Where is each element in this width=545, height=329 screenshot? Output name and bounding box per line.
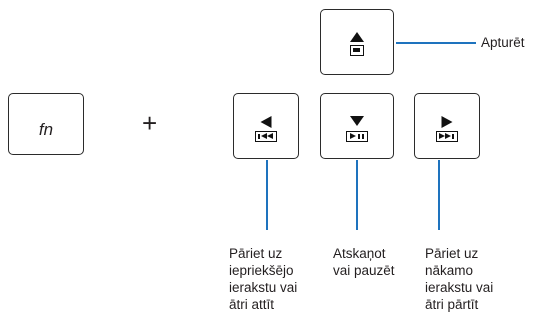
previous-label: Pāriet uz iepriekšējo ierakstu vai ātri … <box>229 246 298 312</box>
fn-key[interactable]: fn <box>8 93 84 155</box>
fn-key-label: fn <box>38 120 54 139</box>
previous-track-key[interactable] <box>233 93 299 159</box>
stop-icon <box>350 45 364 56</box>
stop-callout-line <box>396 42 476 44</box>
stop-key[interactable] <box>320 9 394 75</box>
rewind-previous-icon <box>255 131 277 142</box>
left-arrow-icon <box>260 116 272 128</box>
down-arrow-icon <box>350 116 364 126</box>
up-arrow-icon <box>350 32 364 42</box>
fast-forward-next-icon <box>436 131 458 142</box>
stop-label: Apturēt <box>481 35 525 50</box>
next-label: Pāriet uz nākamo ierakstu vai ātri pārtī… <box>425 246 494 312</box>
play-pause-label: Atskaņot vai pauzēt <box>333 246 395 278</box>
plus-sign: + <box>142 108 158 138</box>
right-arrow-icon <box>441 116 453 128</box>
play-pause-icon <box>346 131 368 142</box>
play-pause-key[interactable] <box>320 93 394 159</box>
play-pause-callout-line <box>356 160 358 230</box>
previous-callout-line <box>266 160 268 230</box>
next-callout-line <box>438 160 440 230</box>
next-track-key[interactable] <box>414 93 480 159</box>
